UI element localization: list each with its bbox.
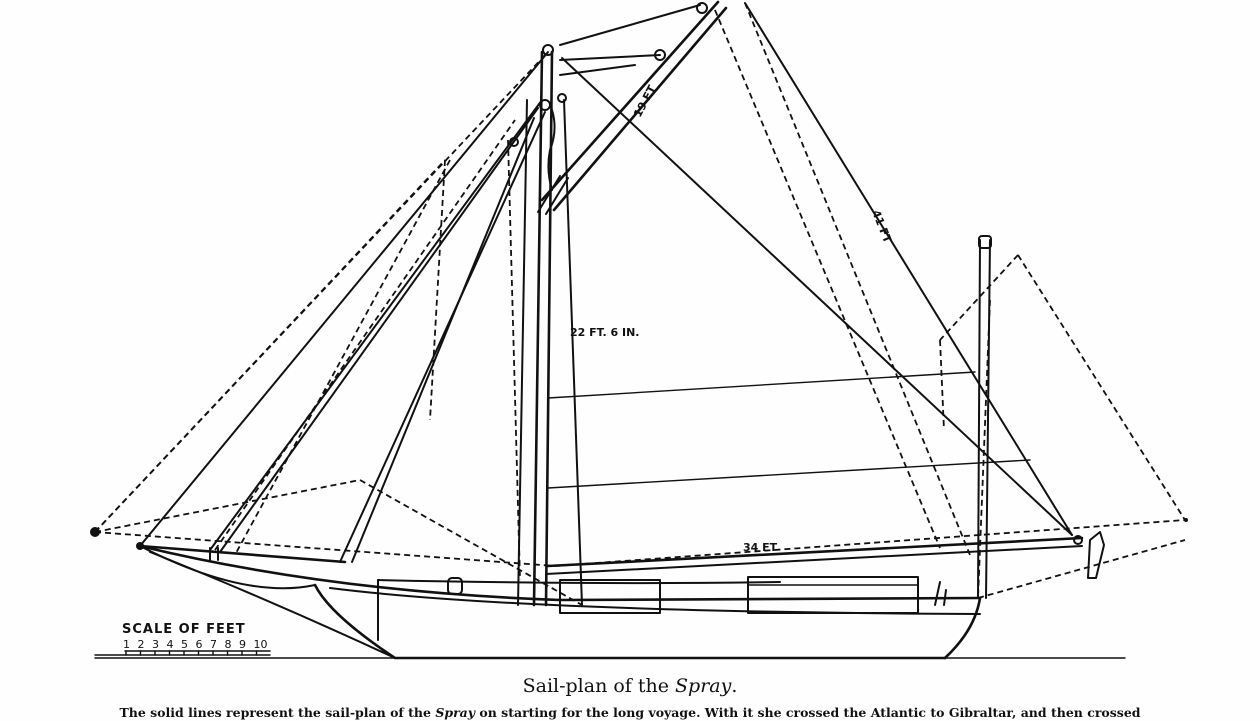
scale-number: 7 <box>210 638 217 651</box>
scale-title: SCALE OF FEET <box>122 622 246 637</box>
gaff-spar <box>537 0 728 215</box>
scale-number: 5 <box>181 638 188 651</box>
scale-number: 1 <box>123 638 130 651</box>
hull <box>138 544 982 660</box>
scale-number: 3 <box>152 638 159 651</box>
scale-number: 2 <box>138 638 145 651</box>
yawl-rig-dashed <box>90 2 1188 606</box>
head-sails <box>139 51 551 563</box>
mizzen-mast <box>977 235 1105 599</box>
caption-body-vessel: Spray <box>435 705 476 720</box>
gaff-dimension-label: 41 FT <box>869 208 894 245</box>
scale-number: 8 <box>225 638 232 651</box>
caption-title-prefix: Sail-plan of the <box>522 675 676 697</box>
bowsprit <box>138 544 347 564</box>
cabin-house <box>447 576 947 614</box>
scale-number: 10 <box>254 638 268 651</box>
caption-title-suffix: . <box>731 675 738 697</box>
scale-number: 4 <box>167 638 174 651</box>
boom-dimension-label: 34 FT <box>743 541 778 554</box>
mast-dimension-label: 22 FT. 6 IN. <box>570 326 639 339</box>
figure-caption-body: The solid lines represent the sail-plan … <box>0 705 1260 721</box>
caption-body-prefix: The solid lines represent the sail-plan … <box>119 705 436 720</box>
scale-number: 9 <box>239 638 246 651</box>
mainsail <box>547 2 1073 536</box>
boom <box>545 535 1084 575</box>
caption-body-suffix: on starting for the long voyage. With it… <box>475 705 1141 720</box>
caption-title-vessel: Spray <box>675 675 732 697</box>
mast <box>517 44 583 607</box>
figure-caption-title: Sail-plan of the Spray. <box>0 674 1260 698</box>
scale-number: 6 <box>196 638 203 651</box>
topmast-dimension-label: 19 FT <box>631 83 659 120</box>
